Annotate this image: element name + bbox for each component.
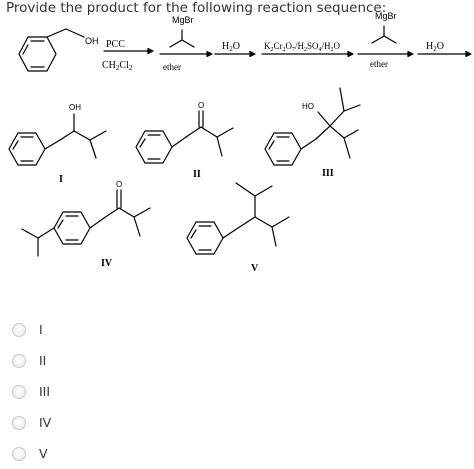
- step5-reagent-bottom: ether: [370, 59, 388, 69]
- structure-III-label: III: [322, 168, 334, 179]
- step3-reagent: H2O: [222, 41, 240, 53]
- option-label: IV: [39, 415, 52, 430]
- step4-reagent: K2Cr2O7/H2SO4/H2O: [264, 41, 341, 53]
- option-label: III: [39, 384, 51, 399]
- step5-reagent-top: MgBr: [375, 11, 397, 21]
- radio-button[interactable]: [12, 353, 26, 368]
- start-hydroxyl-label: OH: [85, 36, 99, 46]
- structure-III-group: HO: [302, 102, 314, 111]
- structure-IV-label: IV: [101, 258, 113, 269]
- starting-material-benzyl-alcohol: [18, 28, 85, 72]
- option-II[interactable]: II: [12, 345, 51, 376]
- option-label: II: [39, 353, 47, 368]
- radio-button[interactable]: [12, 446, 26, 461]
- grignard-isopropyl-1: [169, 29, 195, 48]
- question-prompt: Provide the product for the following re…: [6, 0, 387, 16]
- structure-V-label: V: [251, 263, 259, 274]
- structure-I-label: I: [59, 174, 63, 185]
- answer-options: I II III IV V: [12, 314, 51, 469]
- step1-reagent-top: PCC: [106, 39, 125, 50]
- radio-button[interactable]: [12, 415, 26, 430]
- structure-IV-group: O: [116, 180, 122, 189]
- structure-V: [186, 182, 290, 255]
- radio-button[interactable]: [12, 322, 26, 337]
- option-V[interactable]: V: [12, 438, 51, 469]
- grignard-isopropyl-2: [371, 25, 397, 44]
- structure-I: [8, 113, 107, 166]
- structure-II-group: O: [198, 101, 204, 110]
- step2-reagent-top: MgBr: [172, 15, 194, 25]
- reaction-scheme: OH PCC CH2Cl2 MgBr ether H2O K2Cr2O7/H2S…: [8, 11, 472, 274]
- option-III[interactable]: III: [12, 376, 51, 407]
- option-label: V: [39, 446, 48, 461]
- step6-reagent: H2O: [426, 41, 444, 53]
- structure-II: [135, 110, 234, 164]
- option-label: I: [39, 322, 43, 337]
- step1-reagent-bottom: CH2Cl2: [102, 60, 133, 72]
- option-IV[interactable]: IV: [12, 407, 51, 438]
- structure-II-label: II: [193, 169, 201, 180]
- step2-reagent-bottom: ether: [163, 62, 181, 72]
- structure-IV: [21, 189, 151, 257]
- structure-I-group: OH: [69, 103, 81, 112]
- radio-button[interactable]: [12, 384, 26, 399]
- structure-III: [264, 87, 361, 166]
- option-I[interactable]: I: [12, 314, 51, 345]
